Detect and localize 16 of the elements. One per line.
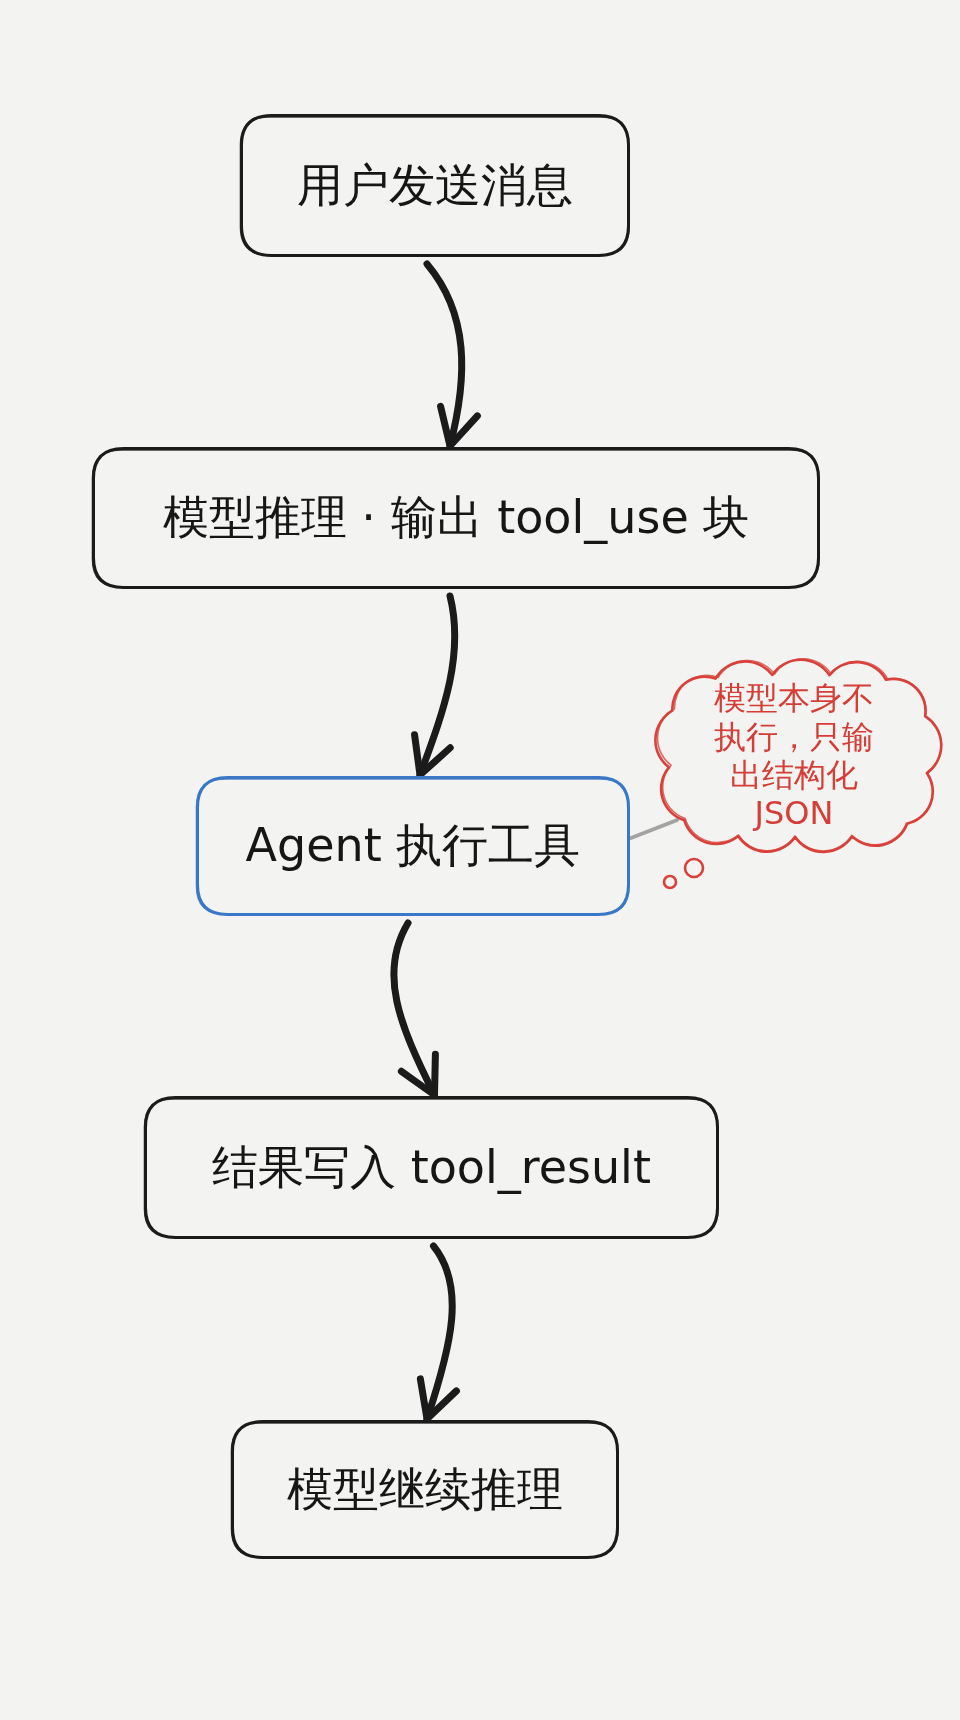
arrow: [423, 260, 481, 450]
arrow: [390, 919, 440, 1099]
step-label: 模型推理 · 输出 tool_use 块: [162, 490, 750, 546]
process-box: [143, 1095, 720, 1240]
process-box: [230, 1419, 620, 1560]
arrow: [411, 592, 459, 779]
process-box: [239, 113, 631, 258]
step-label: 模型继续推理: [287, 1461, 563, 1518]
step-label: Agent 执行工具: [245, 818, 581, 874]
leader-line: [629, 818, 680, 840]
step-label: 用户发送消息: [297, 157, 573, 214]
process-box: [91, 446, 821, 590]
arrow: [416, 1242, 460, 1423]
callout-text: 模型本身不执行，只输出结构化JSON: [713, 679, 875, 833]
process-box: [195, 775, 631, 917]
step-label: 结果写入 tool_result: [212, 1139, 651, 1196]
